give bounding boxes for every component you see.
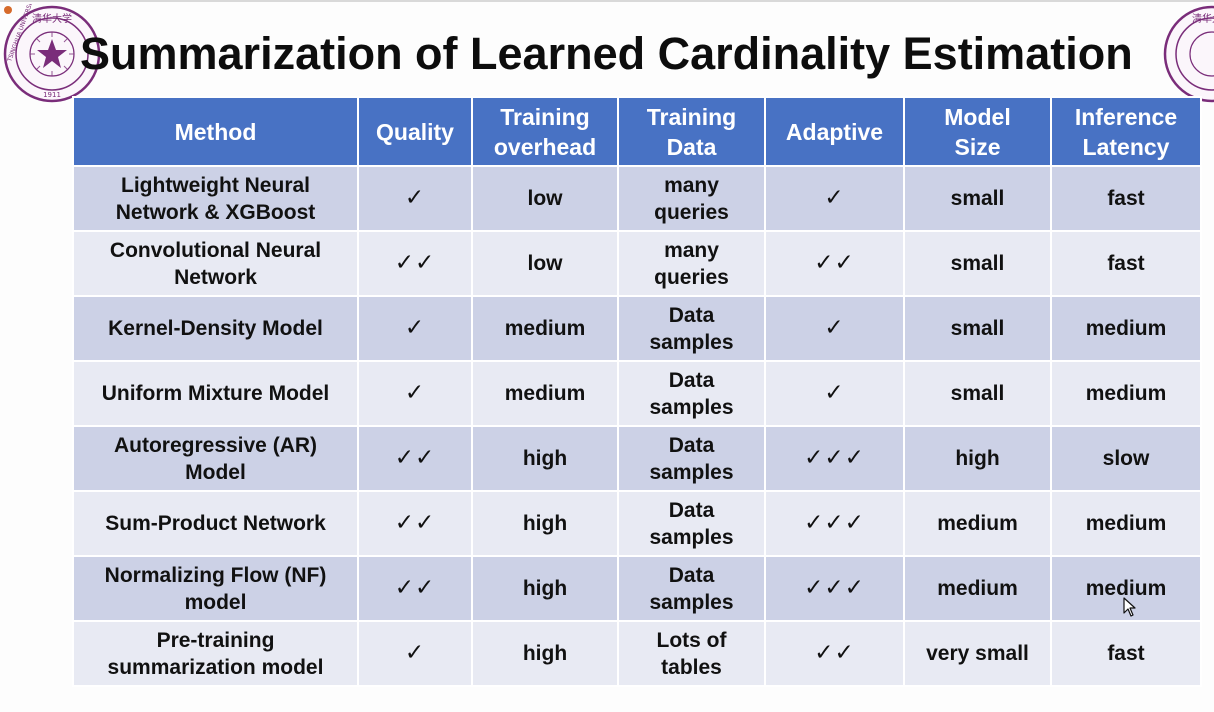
- check-mark-icon: ✓✓: [394, 575, 436, 601]
- university-seal-right: 清华大学: [1163, 5, 1214, 103]
- check-mark-icon: ✓: [404, 380, 426, 406]
- svg-text:清华大学: 清华大学: [1192, 12, 1214, 25]
- overhead-cell: high: [471, 555, 619, 622]
- adaptive-cell: ✓✓: [764, 620, 905, 687]
- header-adaptive: Adaptive: [764, 96, 905, 167]
- check-mark-icon: ✓: [824, 185, 845, 211]
- overhead-cell: medium: [471, 295, 619, 362]
- adaptive-cell: ✓: [764, 295, 905, 362]
- check-mark-icon: ✓✓: [394, 510, 436, 536]
- header-quality: Quality: [357, 96, 473, 167]
- mouse-pointer-icon: [1123, 597, 1136, 617]
- overhead-cell: high: [471, 620, 619, 687]
- adaptive-cell: ✓✓✓: [764, 555, 905, 622]
- model-size-cell: medium: [903, 555, 1052, 622]
- check-mark-icon: ✓✓✓: [804, 445, 865, 471]
- latency-cell: slow: [1050, 425, 1202, 492]
- adaptive-cell: ✓: [764, 165, 905, 232]
- model-size-cell: medium: [903, 490, 1052, 557]
- slide-title: Summarization of Learned Cardinality Est…: [80, 28, 1133, 79]
- method-cell: Uniform Mixture Model: [72, 360, 359, 427]
- overhead-cell: medium: [471, 360, 619, 427]
- check-mark-icon: ✓: [404, 640, 426, 666]
- adaptive-cell: ✓✓: [764, 230, 905, 297]
- method-cell: Normalizing Flow (NF)model: [72, 555, 359, 622]
- overhead-cell: low: [471, 165, 619, 232]
- quality-cell: ✓✓: [357, 490, 473, 557]
- method-cell: Autoregressive (AR)Model: [72, 425, 359, 492]
- latency-cell: medium: [1050, 490, 1202, 557]
- check-mark-icon: ✓✓: [814, 250, 855, 276]
- model-size-cell: high: [903, 425, 1052, 492]
- quality-cell: ✓: [357, 360, 473, 427]
- model-size-cell: small: [903, 360, 1052, 427]
- adaptive-cell: ✓✓✓: [764, 490, 905, 557]
- adaptive-cell: ✓: [764, 360, 905, 427]
- quality-cell: ✓✓: [357, 425, 473, 492]
- quality-cell: ✓: [357, 295, 473, 362]
- model-size-cell: small: [903, 295, 1052, 362]
- adaptive-cell: ✓✓✓: [764, 425, 905, 492]
- method-cell: Kernel-Density Model: [72, 295, 359, 362]
- check-mark-icon: ✓: [404, 185, 426, 211]
- check-mark-icon: ✓✓✓: [804, 575, 865, 601]
- check-mark-icon: ✓: [824, 380, 845, 406]
- model-size-cell: very small: [903, 620, 1052, 687]
- model-size-cell: small: [903, 165, 1052, 232]
- model-size-cell: small: [903, 230, 1052, 297]
- quality-cell: ✓✓: [357, 230, 473, 297]
- university-seal-left: 清华大学 1911 TSINGHUA UNIVERSITY: [3, 4, 101, 103]
- check-mark-icon: ✓: [404, 315, 426, 341]
- check-mark-icon: ✓✓: [814, 640, 855, 666]
- quality-cell: ✓✓: [357, 555, 473, 622]
- recording-indicator-icon: [4, 6, 12, 14]
- overhead-cell: high: [471, 490, 619, 557]
- overhead-cell: low: [471, 230, 619, 297]
- method-cell: Sum-Product Network: [72, 490, 359, 557]
- header-method: Method: [72, 96, 359, 167]
- svg-text:清华大学: 清华大学: [32, 12, 72, 25]
- quality-cell: ✓: [357, 620, 473, 687]
- latency-cell: fast: [1050, 230, 1202, 297]
- check-mark-icon: ✓✓: [394, 445, 436, 471]
- check-mark-icon: ✓✓✓: [804, 510, 865, 536]
- latency-cell: medium: [1050, 555, 1202, 622]
- check-mark-icon: ✓: [824, 315, 845, 341]
- quality-cell: ✓: [357, 165, 473, 232]
- check-mark-icon: ✓✓: [394, 250, 436, 276]
- latency-cell: fast: [1050, 620, 1202, 687]
- svg-text:1911: 1911: [43, 91, 61, 99]
- latency-cell: medium: [1050, 360, 1202, 427]
- latency-cell: fast: [1050, 165, 1202, 232]
- window-top-border: [0, 0, 1214, 2]
- overhead-cell: high: [471, 425, 619, 492]
- latency-cell: medium: [1050, 295, 1202, 362]
